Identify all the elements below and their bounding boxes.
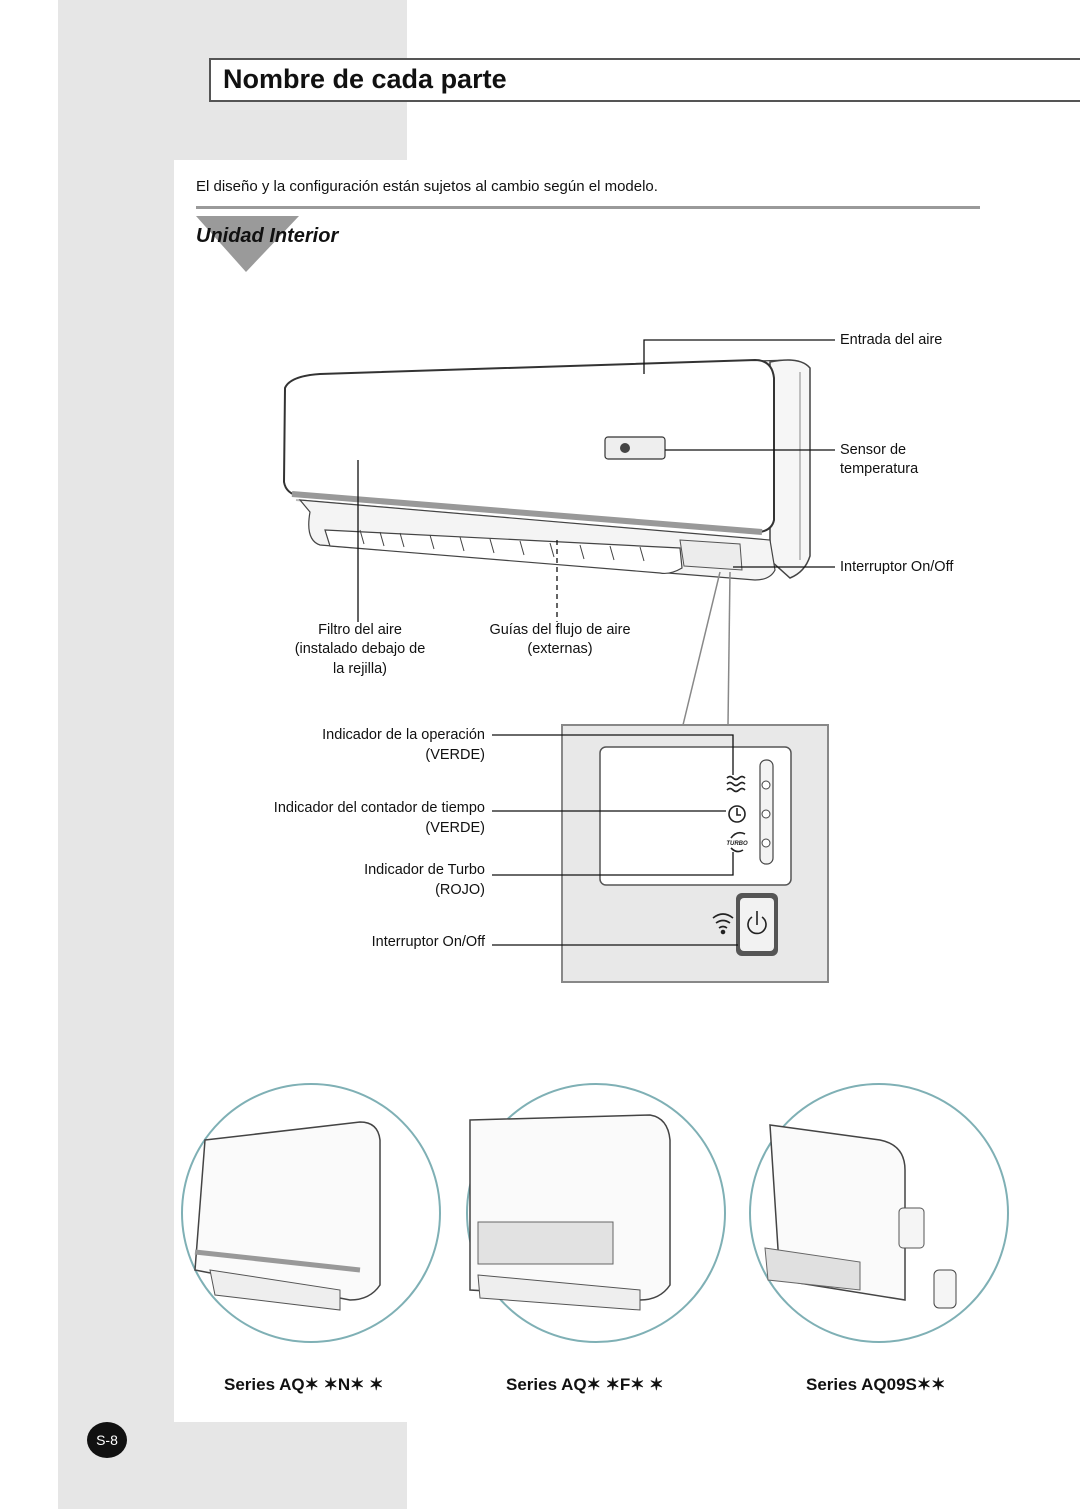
- airflow-guides-label-1: Guías del flujo de aire: [489, 622, 631, 638]
- turbo-icon: [730, 831, 746, 853]
- turbo-indicator-color: (ROJO): [435, 882, 485, 898]
- control-panel-zoom: [561, 724, 829, 983]
- leader-lines: [357, 339, 835, 726]
- turbo-indicator-label: Indicador de Turbo: [364, 862, 485, 878]
- series-s-caption: Series AQ09S✶✶: [806, 1375, 946, 1394]
- section-triangle-icon: [196, 216, 299, 272]
- power-icon: [747, 911, 767, 935]
- air-filter-label-3: la rejilla): [333, 661, 387, 677]
- operation-indicator-label: Indicador de la operación: [322, 727, 485, 743]
- clock-icon: [728, 805, 746, 823]
- section-divider: [196, 206, 980, 209]
- onoff-switch-label: Interruptor On/Off: [840, 559, 954, 575]
- series-illustrations: [181, 1083, 1009, 1343]
- temp-sensor-label-2: temperatura: [840, 461, 919, 477]
- page-title-box: Nombre de cada parte: [209, 58, 1080, 102]
- timer-indicator-color: (VERDE): [425, 820, 485, 836]
- design-note: El diseño y la configuración están sujet…: [196, 178, 658, 195]
- air-filter-label-2: (instalado debajo de: [294, 641, 426, 657]
- turbo-icon-text: TURBO: [726, 841, 748, 847]
- series-n-caption: Series AQ✶ ✶N✶ ✶: [224, 1375, 384, 1394]
- indoor-unit-illustration: [282, 358, 811, 581]
- page-number: S-8: [87, 1422, 127, 1458]
- panel-onoff-label: Interruptor On/Off: [371, 934, 485, 950]
- air-filter-label-1: Filtro del aire: [318, 622, 402, 638]
- airflow-guides-label-2: (externas): [527, 641, 593, 657]
- series-s-illustration: [749, 1083, 1009, 1343]
- series-f-caption: Series AQ✶ ✶F✶ ✶: [506, 1375, 664, 1394]
- wave-icon: [726, 775, 746, 793]
- page-title: Nombre de cada parte: [223, 64, 507, 94]
- signal-icon: [712, 913, 734, 935]
- section-title: Unidad Interior: [196, 225, 339, 247]
- series-n-illustration: [181, 1083, 441, 1343]
- operation-indicator-color: (VERDE): [425, 747, 485, 763]
- timer-indicator-label: Indicador del contador de tiempo: [273, 800, 485, 816]
- series-f-illustration: [466, 1083, 726, 1343]
- air-inlet-label: Entrada del aire: [840, 332, 943, 348]
- temp-sensor-label-1: Sensor de: [840, 442, 907, 458]
